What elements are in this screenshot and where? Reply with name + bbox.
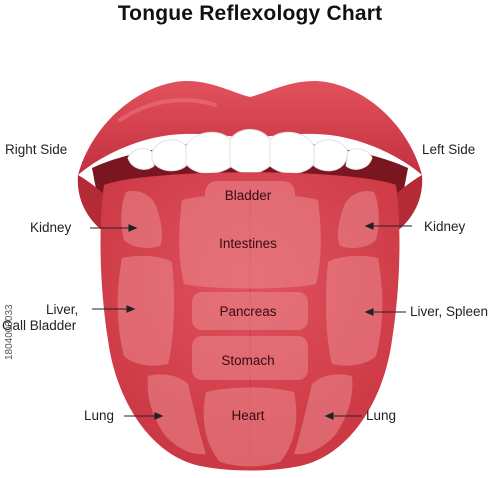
arrowhead-liver-gall [126,305,136,313]
label-lung-right: Lung [366,408,397,423]
pointer-arrows [90,222,412,420]
arrowhead-lung-left [154,412,164,420]
label-liver-gall-line1: Liver, [46,302,79,317]
zone-heart [203,387,297,467]
watermark-id: 1804003033 [4,304,15,360]
arrowhead-kidney-left [128,224,138,232]
label-heart: Heart [231,408,265,423]
chart-title: Tongue Reflexology Chart [117,2,383,25]
zone-liver-gall [117,255,175,366]
label-stomach: Stomach [221,353,275,368]
zone-liver-spleen [325,255,383,366]
label-right-side: Right Side [5,142,68,157]
zone-intestines [179,194,321,289]
label-left-side: Left Side [422,142,476,157]
zone-stomach [192,336,308,380]
zone-pancreas [192,292,308,330]
zone-kidney-left [121,190,163,248]
label-bladder: Bladder [224,188,272,203]
label-liver-spleen: Liver, Spleen [410,304,489,319]
zone-lung-right [294,374,353,455]
teeth [127,129,373,174]
label-kidney-right: Kidney [424,219,466,234]
label-liver-gall-line2: Gall Bladder [2,318,77,333]
label-intestines: Intestines [219,236,277,251]
upper-lip-highlight [118,98,217,122]
zone-kidney-right [337,190,379,248]
arrowhead-liver-spleen [364,308,374,316]
label-pancreas: Pancreas [219,304,277,319]
label-lung-left: Lung [84,408,115,423]
label-kidney-left: Kidney [30,220,72,235]
arrowhead-kidney-right [364,222,374,230]
reflex-zones [117,181,383,467]
zone-lung-left [147,374,206,455]
upper-lip [78,80,422,175]
arrowhead-lung-right [324,412,334,420]
